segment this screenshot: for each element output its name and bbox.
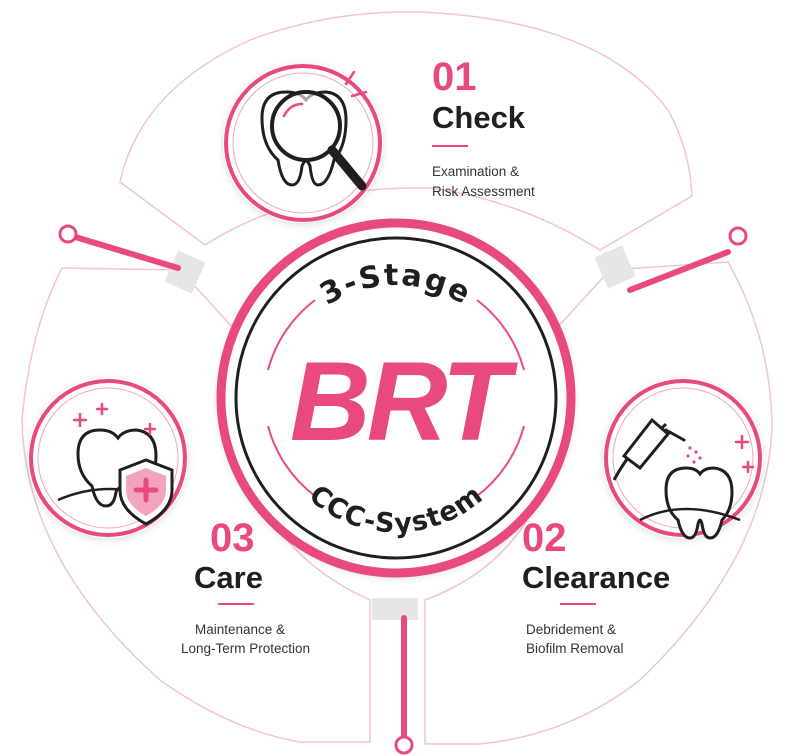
- stage-3-desc-line1: Maintenance &: [194, 622, 286, 637]
- connector-gap-bottom: [372, 598, 418, 620]
- stage-3-number: 03: [210, 516, 255, 560]
- center-hub: 3-Stage CCC-System BRT: [216, 218, 576, 578]
- stage-1-divider: [432, 145, 468, 147]
- connector-knob-bottom: [394, 735, 414, 755]
- stage-1-number: 01: [432, 55, 477, 99]
- stage-3-title: Care: [194, 560, 263, 595]
- stage-3-divider: [218, 603, 254, 605]
- connector-gap-left: [164, 250, 206, 294]
- stage-3-desc-line2: Long-Term Protection: [180, 641, 310, 656]
- stage-2-number: 02: [522, 516, 567, 560]
- connector-arm-left: [69, 233, 181, 271]
- stage-2-desc-line1: Debridement &: [526, 622, 617, 637]
- tooth-magnifier-icon: [223, 63, 383, 223]
- connector-knob-right: [728, 226, 748, 246]
- connector-gap-right: [594, 245, 636, 289]
- stage-1-desc-line1: Examination &: [432, 164, 520, 179]
- tooth-scaler-icon: [603, 378, 763, 540]
- tooth-shield-icon: [28, 378, 188, 538]
- segment-outline-top: [119, 11, 693, 251]
- stage-2-title: Clearance: [522, 560, 671, 595]
- connector-knob-left: [58, 224, 78, 244]
- stage-1-title: Check: [432, 100, 526, 135]
- stage-1-desc-line2: Risk Assessment: [432, 184, 535, 199]
- stage-2-desc-line2: Biofilm Removal: [526, 641, 624, 656]
- center-main-text: BRT: [290, 339, 519, 464]
- connector-arm-right: [627, 249, 731, 293]
- stage-2-divider: [560, 603, 596, 605]
